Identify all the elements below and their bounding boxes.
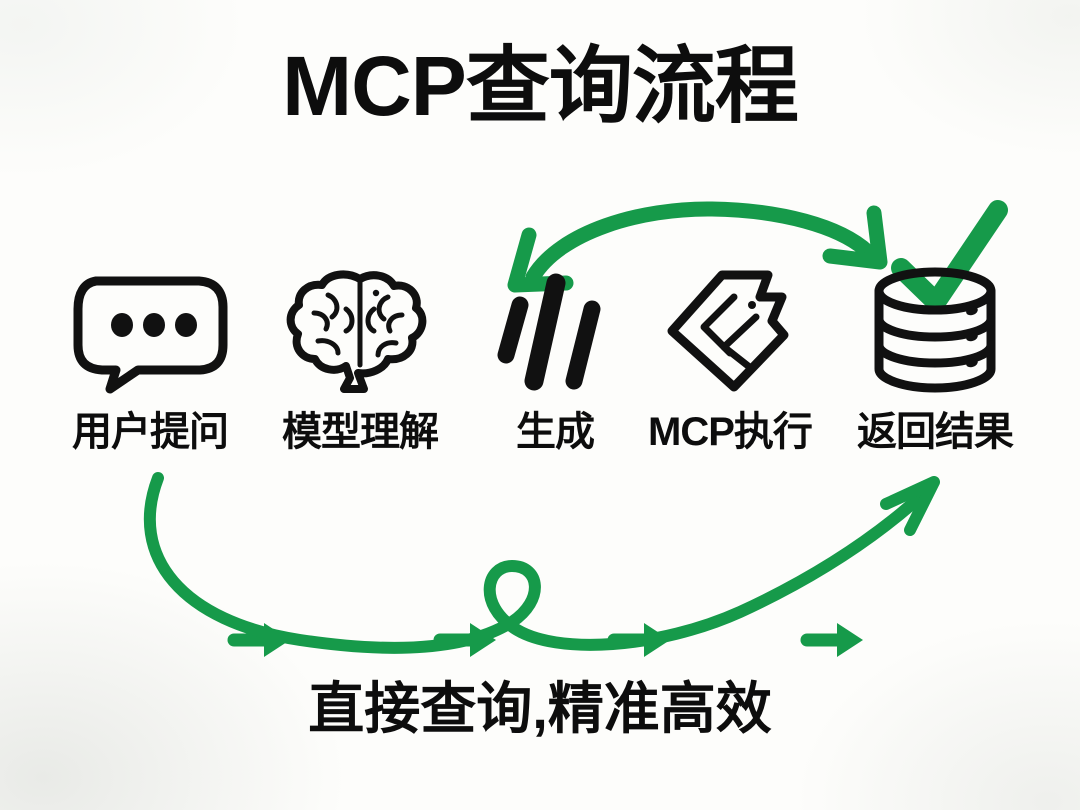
code-slashes-icon [470, 268, 640, 393]
arrow-right-icon [607, 618, 674, 662]
arrow-right-icon [800, 618, 867, 662]
arrow-right-icon [433, 618, 500, 662]
arrow-right-icon [227, 618, 294, 662]
flow-step-label: 生成 [516, 410, 595, 454]
mcp-chevron-icon [645, 268, 815, 393]
caption-text: 直接查询,精准高效 [308, 677, 772, 740]
flow-step-user-question[interactable]: 用户提问 [65, 268, 235, 457]
database-icon [850, 267, 1020, 393]
speech-bubble-icon [65, 268, 235, 394]
flow-step-mcp-execute[interactable]: MCP执行 [645, 268, 815, 457]
page-title: MCP查询流程 [282, 39, 799, 133]
flow-row: 用户提问 [0, 267, 1080, 657]
flow-step-label: 返回结果 [857, 410, 1014, 454]
flow-step-return-result[interactable]: 返回结果 [850, 267, 1020, 457]
flow-step-model-understanding[interactable]: 模型理解 [275, 268, 445, 457]
flow-step-label: 用户提问 [72, 410, 229, 454]
flow-step-label: MCP执行 [648, 410, 813, 454]
flow-step-label: 模型理解 [282, 410, 439, 454]
flow-step-generation[interactable]: 生成 [470, 268, 640, 457]
brain-icon [275, 268, 445, 393]
